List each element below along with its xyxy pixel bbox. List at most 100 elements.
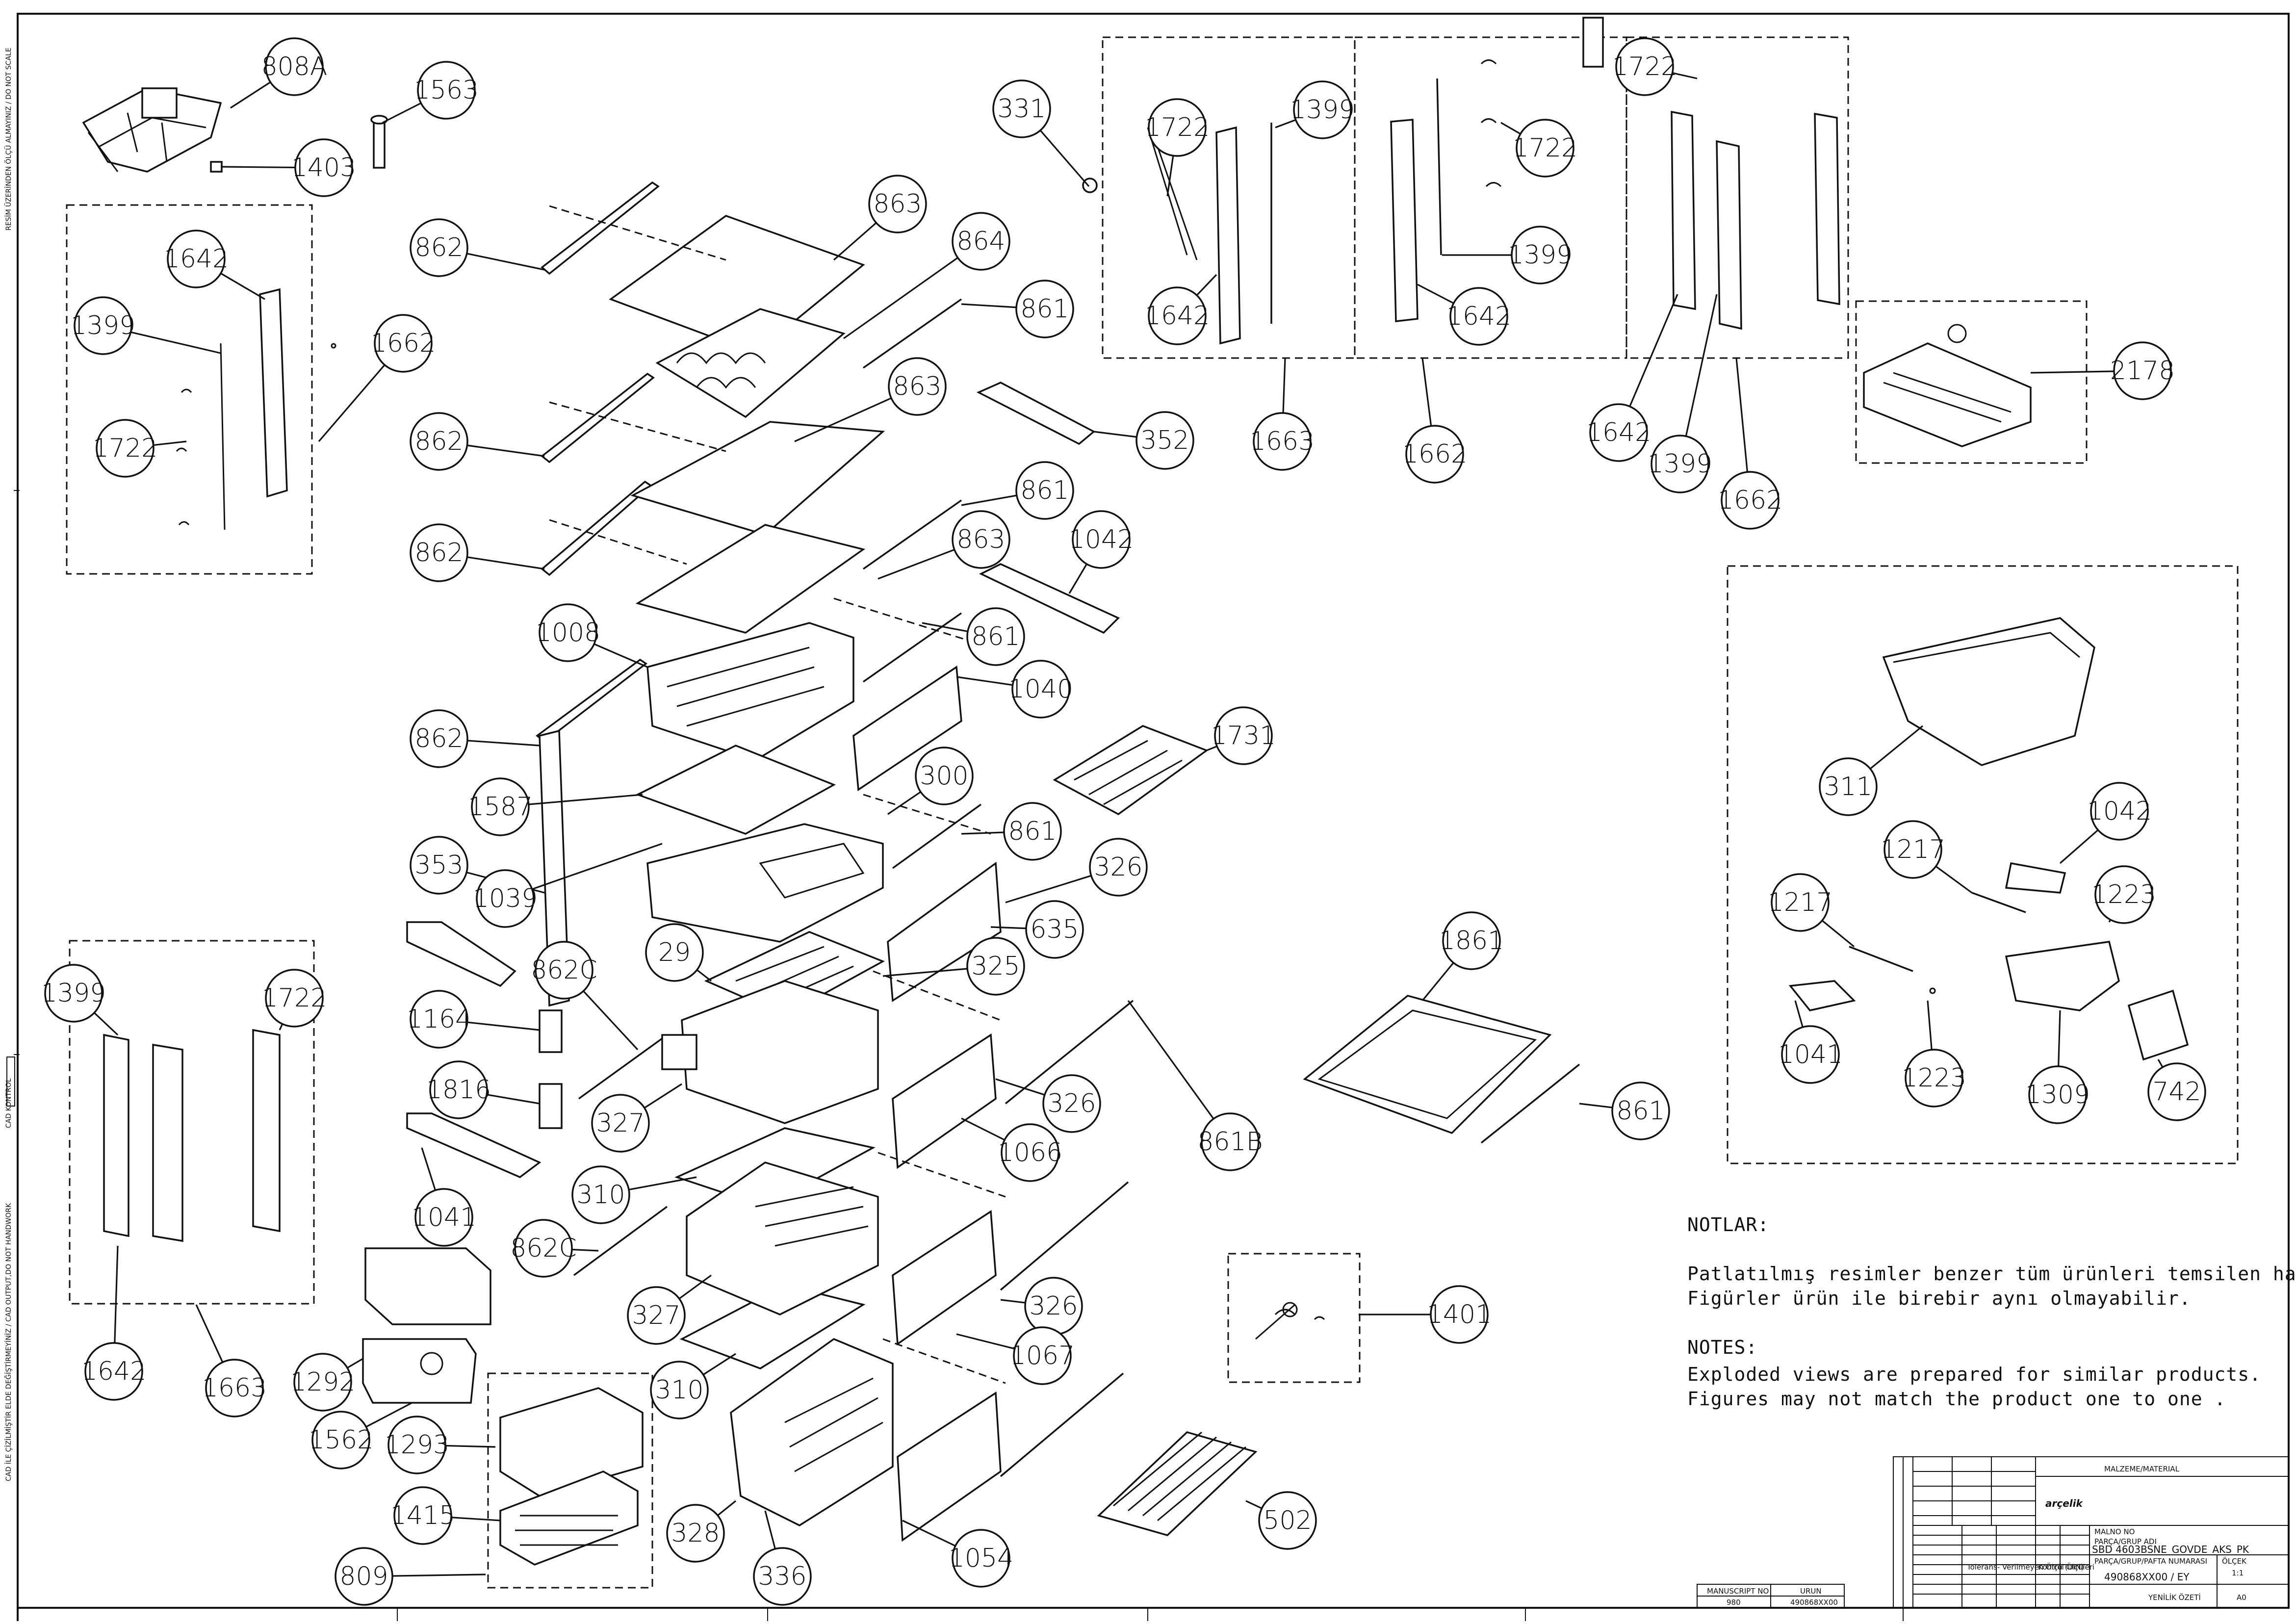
callout-label: 327: [632, 1301, 680, 1330]
callout-balloon: [1615, 37, 1674, 96]
callout-leader: [1005, 875, 1092, 903]
callout-label: 1054: [949, 1544, 1013, 1573]
callout-leader: [678, 1274, 712, 1300]
callout-label: 1731: [1211, 721, 1276, 750]
callout-label: 1293: [385, 1430, 449, 1460]
callout-label: 1399: [71, 311, 135, 340]
callout-balloon: [1013, 1326, 1072, 1385]
callout-leader: [1421, 358, 1432, 426]
callout-balloon: [44, 964, 103, 1023]
callout-balloon: [2113, 341, 2172, 400]
callout-leader: [961, 303, 1017, 309]
callout-label: 1663: [202, 1373, 267, 1403]
callout-label: 1399: [1508, 240, 1573, 270]
callout-leader: [1068, 564, 1087, 594]
callout-leader: [882, 968, 968, 977]
callout-balloon: [84, 1342, 143, 1401]
callout-leader: [94, 1012, 119, 1036]
callout-balloon: [992, 79, 1051, 138]
callout-balloon: [627, 1286, 686, 1345]
callout-label: 1399: [41, 979, 106, 1008]
callout-label: 310: [576, 1180, 625, 1210]
callout-balloon: [966, 607, 1025, 666]
callout-balloon: [1148, 98, 1207, 157]
callout-label: 1399: [1648, 449, 1712, 479]
callout-label: 1217: [1768, 888, 1832, 917]
callout-label: 1042: [1069, 525, 1134, 554]
callout-leader: [1206, 746, 1217, 751]
callout-leader: [451, 1517, 501, 1521]
callout-leader: [843, 257, 958, 339]
tb-scale: 1:1: [2232, 1569, 2244, 1577]
callout-balloon: [952, 1529, 1010, 1588]
callout-label: 862: [414, 538, 463, 567]
title-block: arçelik MALZEME/MATERIAL MALNO NO PARÇA/…: [1697, 1456, 2289, 1608]
callout-balloon: [1015, 461, 1074, 520]
callout-label: 1415: [390, 1501, 455, 1530]
callout-label: 1042: [2087, 797, 2152, 826]
callout-balloon: [265, 969, 324, 1028]
callout-leader: [528, 794, 643, 805]
callout-leader: [421, 1147, 437, 1191]
callout-label: 861: [1008, 817, 1057, 846]
callout-label: 1861: [1439, 926, 1504, 955]
callout-balloon: [591, 1094, 650, 1153]
callout-balloon: [952, 510, 1010, 569]
callout-label: 2178: [2110, 356, 2175, 386]
callout-leader: [445, 1444, 496, 1448]
callout-balloon: [1905, 1049, 1963, 1108]
callout-leader: [486, 1094, 540, 1105]
callout-label: 1642: [1586, 418, 1651, 447]
callout-balloon: [1516, 119, 1574, 178]
callout-label: 1066: [998, 1138, 1062, 1167]
callout-label: 1223: [2091, 880, 2156, 909]
callout-label: 1816: [426, 1075, 491, 1105]
callout-label: 1067: [1010, 1341, 1075, 1370]
callout-balloon: [2028, 1065, 2087, 1124]
callout-label: 862C: [510, 1234, 577, 1263]
callout-label: 326: [1094, 852, 1142, 882]
callout-leader: [2030, 370, 2115, 374]
callout-balloon: [74, 296, 132, 355]
callout-balloon: [915, 747, 974, 805]
callout-leader: [583, 990, 639, 1051]
callout-leader: [382, 102, 422, 124]
callout-leader: [794, 397, 892, 442]
callout-leader: [1275, 119, 1296, 129]
callout-leader: [1500, 122, 1521, 135]
callout-leader: [887, 791, 921, 815]
callout-label: 809: [339, 1562, 388, 1591]
group-box-809: [487, 1372, 653, 1589]
callout-label: 863: [873, 189, 922, 219]
callout-balloon: [1771, 873, 1830, 932]
callout-label: 1722: [1145, 113, 1210, 142]
callout-leader: [1579, 1103, 1613, 1108]
callout-balloon: [571, 1165, 630, 1224]
callout-balloon: [1011, 660, 1070, 719]
callout-label: 326: [1029, 1291, 1078, 1321]
callout-label: 1223: [1902, 1063, 1966, 1093]
callout-balloon: [1405, 425, 1464, 484]
callout-leader: [114, 1245, 119, 1343]
callout-balloon: [471, 777, 530, 836]
callout-leader: [990, 926, 1027, 929]
callout-label: 336: [758, 1562, 806, 1591]
callout-label: 310: [655, 1375, 703, 1405]
callout-leader: [2058, 1010, 2061, 1067]
callout-leader: [628, 1176, 697, 1191]
callout-label: 1008: [536, 618, 600, 647]
drawing-frame: [17, 13, 2290, 1609]
callout-label: 325: [971, 952, 1020, 981]
callout-balloon: [429, 1060, 488, 1119]
callout-balloon: [410, 709, 468, 768]
callout-balloon: [1135, 411, 1194, 470]
callout-leader: [1000, 1299, 1026, 1304]
callout-label: 353: [414, 851, 463, 880]
tb-group-label: PARÇA/GRUP ADI: [2094, 1537, 2157, 1546]
group-box-left-top: [66, 204, 313, 575]
callout-label: 1399: [1290, 95, 1355, 125]
tb-product-no: 490868XX00: [1790, 1598, 1838, 1607]
callout-leader: [1927, 1000, 1933, 1050]
notes-title-en: NOTES:: [1687, 1337, 1757, 1358]
callout-label: 1563: [414, 76, 479, 105]
